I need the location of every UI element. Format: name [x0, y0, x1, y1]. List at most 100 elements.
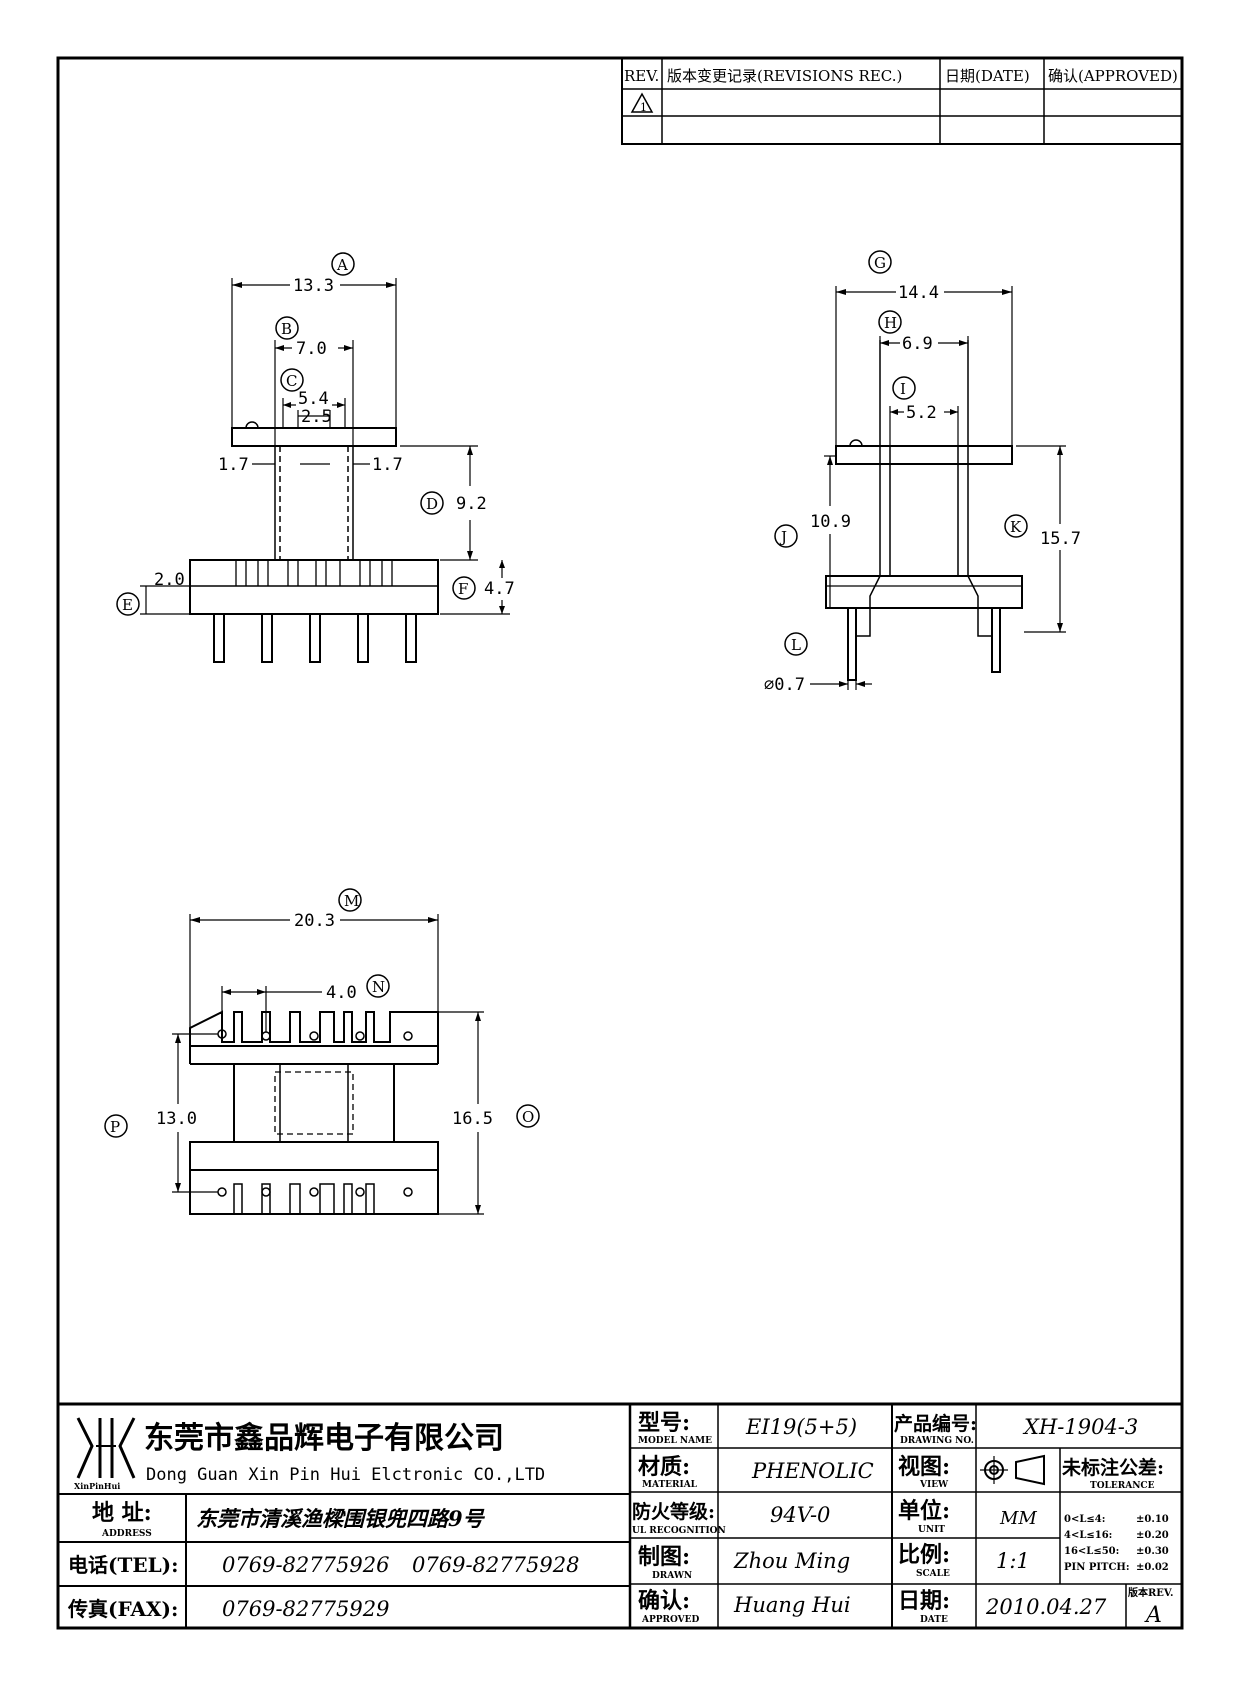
title-block-grid	[58, 1402, 1182, 1628]
tolerance-label-en: TOLERANCE	[1090, 1481, 1155, 1491]
callout-g: G	[874, 254, 886, 272]
callout-e: E	[122, 596, 133, 614]
material-value: PHENOLIC	[751, 1459, 874, 1483]
logo-text: XinPinHui	[74, 1481, 120, 1491]
revision-triangle-icon	[630, 92, 654, 113]
address-label: 地 址:	[92, 1500, 152, 1526]
tel-value-1: 0769-82775926	[222, 1553, 389, 1577]
projection-symbol-icon	[980, 1454, 1045, 1486]
drawing-no-label-en: DRAWING NO.	[900, 1436, 974, 1446]
callout-m: M	[344, 892, 359, 910]
dim-c2: 2.5	[301, 407, 332, 427]
drawn-label: 制图:	[638, 1544, 690, 1570]
dim-n: 4.0	[326, 983, 357, 1003]
date-label: 日期:	[898, 1588, 950, 1614]
side-view-callouts	[774, 250, 1028, 656]
dim-e: 2.0	[154, 570, 185, 590]
dim-l: ⌀0.7	[764, 675, 805, 695]
dim-left: 1.7	[218, 455, 249, 475]
approved-label-en: APPROVED	[641, 1615, 700, 1625]
callout-h: H	[884, 314, 897, 332]
date-label-en: DATE	[920, 1615, 948, 1625]
dim-i: 5.2	[906, 403, 937, 423]
top-view	[189, 1010, 439, 1215]
rev-desc-header: 版本变更记录(REVISIONS REC.)	[667, 67, 902, 85]
dim-c1: 5.4	[298, 389, 329, 409]
fax-value: 0769-82775929	[222, 1597, 389, 1621]
company-name-cn: 东莞市鑫品辉电子有限公司	[144, 1421, 504, 1456]
date-value: 2010.04.27	[985, 1595, 1107, 1619]
model-value: EI19(5+5)	[745, 1415, 857, 1439]
side-view-arrows	[827, 289, 1063, 687]
front-view-dimensions	[140, 278, 510, 615]
address-value: 东莞市清溪渔樑围银兜四路9号	[196, 1506, 486, 1531]
tolerance-range: 4<L≤16:	[1064, 1530, 1112, 1541]
dim-b: 7.0	[296, 339, 327, 359]
callout-p: P	[110, 1118, 120, 1136]
callout-n: N	[372, 978, 385, 996]
scale-label: 比例:	[898, 1542, 950, 1568]
callout-d: D	[426, 495, 438, 513]
callout-f: F	[458, 580, 468, 598]
unit-label-en: UNIT	[918, 1525, 945, 1535]
tolerance-table: 0<L≤4: ±0.10 4<L≤16: ±0.20 16<L≤50: ±0.3…	[1064, 1514, 1169, 1573]
scale-value: 1:1	[996, 1549, 1030, 1573]
tolerance-range: 16<L≤50:	[1064, 1546, 1119, 1557]
rev-col-header: REV.	[624, 67, 659, 85]
fax-label: 传真(FAX):	[67, 1597, 178, 1621]
front-view-callouts	[116, 252, 476, 616]
drawing-no-value: XH-1904-3	[1022, 1415, 1138, 1439]
model-label-en: MODEL NAME	[638, 1436, 712, 1446]
dim-o: 16.5	[452, 1109, 493, 1129]
dim-right: 1.7	[372, 455, 403, 475]
callout-c: C	[286, 372, 297, 390]
tolerance-value: ±0.10	[1136, 1514, 1169, 1525]
dim-m: 20.3	[294, 911, 335, 931]
ul-value: 94V-0	[770, 1503, 830, 1527]
tolerance-value: ±0.20	[1136, 1530, 1169, 1541]
callout-o: O	[522, 1108, 534, 1126]
rev-mark: 1	[640, 101, 647, 114]
company-name-en: Dong Guan Xin Pin Hui Elctronic CO.,LTD	[146, 1465, 545, 1485]
callout-b: B	[281, 320, 292, 338]
rev-label: 版本REV.	[1128, 1586, 1173, 1599]
tolerance-value: ±0.30	[1136, 1546, 1169, 1557]
tolerance-range: PIN PITCH:	[1064, 1562, 1130, 1573]
front-view	[189, 421, 439, 663]
revision-table	[621, 57, 1183, 145]
tel-label: 电话(TEL):	[68, 1553, 179, 1577]
rev-date-header: 日期(DATE)	[945, 67, 1030, 85]
dim-f: 4.7	[484, 579, 515, 599]
dim-k: 15.7	[1040, 529, 1081, 549]
rev-approved-header: 确认(APPROVED)	[1048, 67, 1178, 85]
scale-label-en: SCALE	[916, 1569, 950, 1579]
callout-l: L	[791, 636, 801, 654]
rev-value: A	[1144, 1603, 1162, 1628]
material-label-en: MATERIAL	[642, 1480, 698, 1490]
sheet-border	[56, 56, 1184, 1630]
dim-h: 6.9	[902, 334, 933, 354]
tolerance-label: 未标注公差:	[1061, 1456, 1164, 1479]
top-view-dimensions	[172, 914, 484, 1215]
callout-a: A	[336, 256, 348, 274]
tolerance-value: ±0.02	[1136, 1562, 1169, 1573]
drawn-label-en: DRAWN	[652, 1571, 692, 1581]
view-label: 视图:	[898, 1454, 950, 1480]
callout-k: K	[1010, 518, 1022, 536]
tolerance-range: 0<L≤4:	[1064, 1514, 1105, 1525]
front-view-arrows	[232, 282, 505, 614]
top-view-arrows	[175, 917, 481, 1214]
ul-label: 防火等级:	[632, 1500, 715, 1523]
company-logo	[76, 1417, 136, 1479]
approved-label: 确认:	[638, 1588, 690, 1614]
top-view-callouts	[104, 888, 540, 1138]
view-label-en: VIEW	[919, 1480, 949, 1490]
material-label: 材质:	[638, 1454, 690, 1480]
tel-value-2: 0769-82775928	[412, 1553, 579, 1577]
side-view	[825, 340, 1023, 681]
drawing-no-label: 产品编号:	[894, 1412, 977, 1435]
callout-i: I	[900, 380, 906, 398]
dim-j: 10.9	[810, 512, 851, 532]
unit-value: MM	[999, 1508, 1037, 1529]
